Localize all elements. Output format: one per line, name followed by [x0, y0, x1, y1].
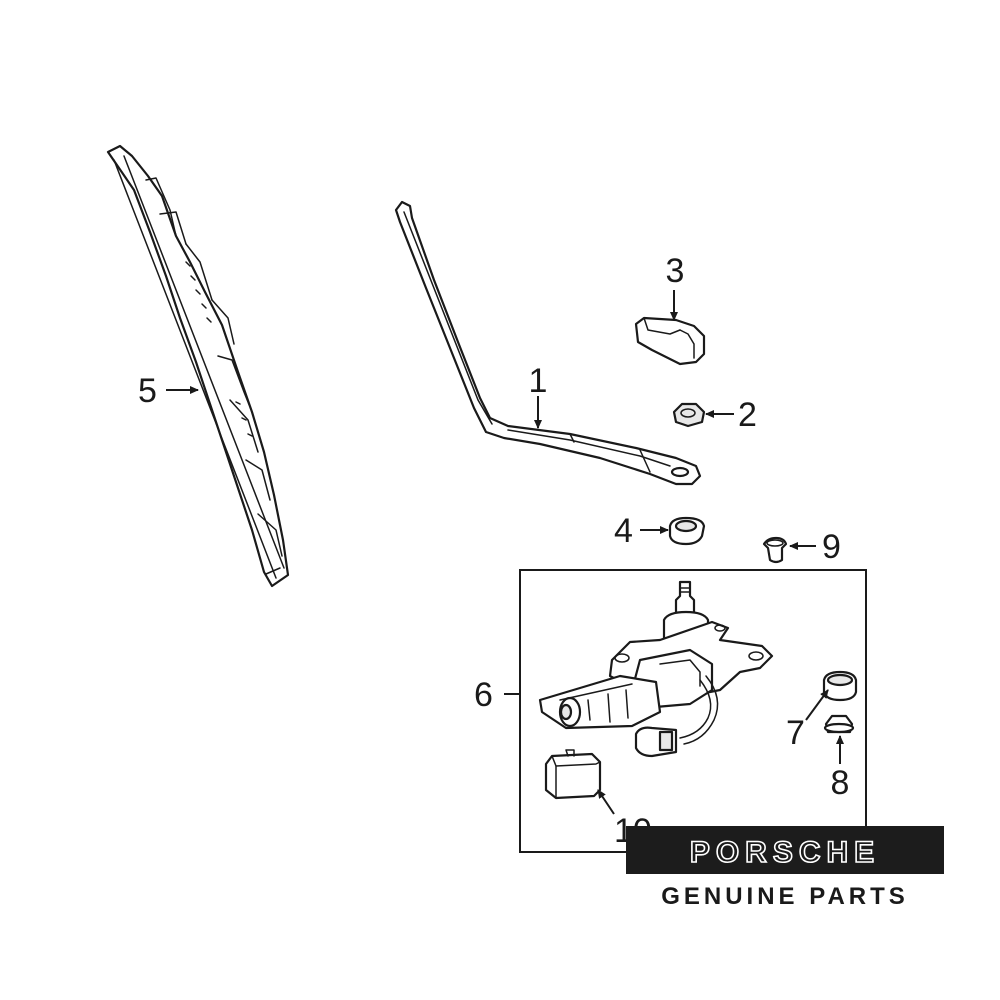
- wiper-motor: [538, 580, 774, 758]
- hex-nut: [672, 402, 706, 428]
- leader-7: [805, 689, 829, 721]
- callout-5: 5: [138, 372, 157, 410]
- brand-name: PORSCHE: [690, 836, 880, 869]
- callout-8: 8: [831, 764, 850, 802]
- callout-1: 1: [529, 362, 548, 400]
- callout-4: 4: [614, 512, 633, 550]
- callout-2: 2: [738, 396, 757, 434]
- rubber-bushing: [822, 670, 858, 702]
- callout-9: 9: [822, 528, 841, 566]
- grommet: [668, 516, 706, 546]
- callout-7: 7: [786, 714, 805, 752]
- arm-cap: [634, 316, 706, 366]
- brand-tagline: GENUINE PARTS: [661, 883, 909, 910]
- flange-nut: [823, 714, 855, 734]
- brand-name-bar: [626, 826, 944, 874]
- brand-badge: PORSCHE GENUINE PARTS: [626, 826, 944, 910]
- leader-10: [597, 789, 615, 815]
- wiper-blade: [106, 144, 290, 588]
- plug-bolt: [762, 536, 788, 564]
- wiper-arm: [394, 200, 702, 486]
- callout-6: 6: [474, 676, 493, 714]
- callout-3: 3: [666, 252, 685, 290]
- relay-module: [544, 749, 602, 800]
